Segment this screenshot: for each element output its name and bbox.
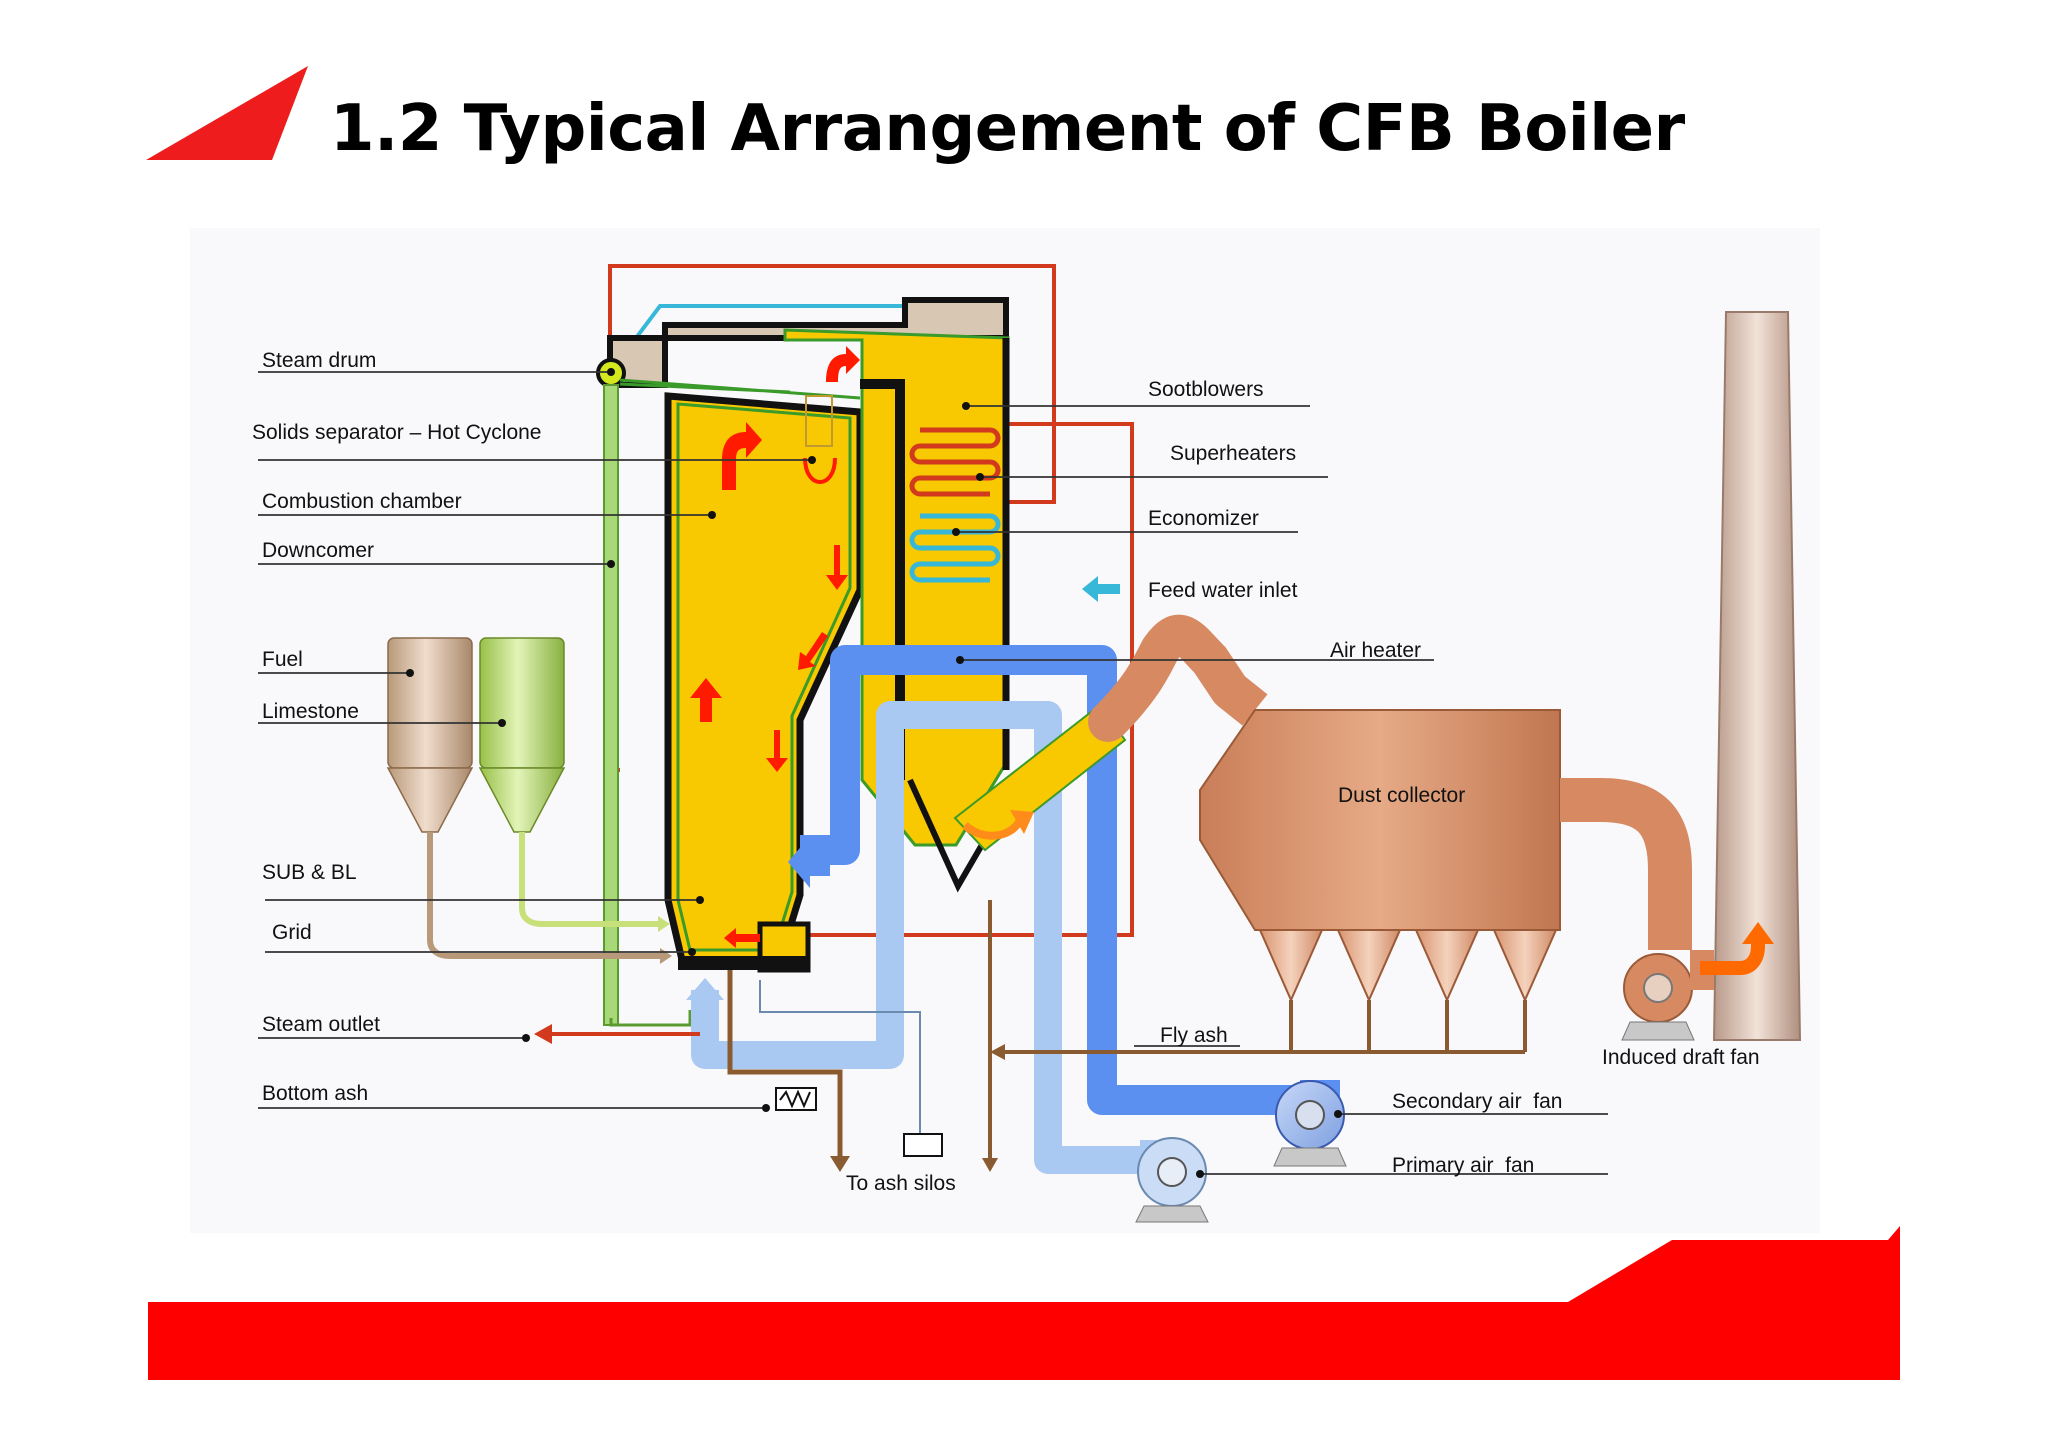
- label-fuel: Fuel: [262, 648, 303, 671]
- superheater-coils: [909, 427, 1001, 497]
- downcomer-pipe: [603, 384, 619, 1026]
- flue-gas-duct-shape: [953, 703, 1127, 852]
- grid-base: [678, 956, 810, 970]
- primary-air-inlet-arrow: [686, 978, 724, 1010]
- label-downcomer: Downcomer: [262, 539, 374, 562]
- label-limestone: Limestone: [262, 700, 359, 723]
- flue-gas-riser-inlet: [1217, 674, 1268, 726]
- induced-draft-fan-hub: [1643, 973, 1673, 1003]
- label-superheaters: Superheaters: [1170, 442, 1296, 465]
- cyclone-outlet: [805, 395, 833, 447]
- backpass-flow-arrow: [962, 817, 1024, 840]
- label-combustion-chamber: Combustion chamber: [262, 490, 462, 513]
- label-solids-separator: Solids separator – Hot Cyclone: [252, 421, 541, 444]
- slide-title: 1.2 Typical Arrangement of CFB Boiler: [330, 92, 1685, 166]
- label-economizer: Economizer: [1148, 507, 1259, 530]
- label-feed-water-inlet: Feed water inlet: [1148, 579, 1298, 602]
- limestone-feed-line: [519, 832, 658, 927]
- label-fly-ash: Fly ash: [1160, 1024, 1228, 1047]
- corner-logo-wedge: [146, 66, 308, 160]
- dust-collector-hoppers: [1258, 929, 1558, 1003]
- feed-water-arrow: [1082, 576, 1120, 602]
- combustion-chamber-inner: [676, 402, 852, 952]
- cyclone-ash-arrow: [982, 1158, 998, 1172]
- id-fan-duct: [1560, 778, 1692, 950]
- label-bottom-ash: Bottom ash: [262, 1082, 368, 1105]
- flue-gas-riser: [1088, 614, 1250, 742]
- stack-flow-arrowhead: [1742, 922, 1774, 944]
- primary-air-duct: [691, 701, 1160, 1174]
- backpass-flow-arrowhead: [1010, 810, 1034, 834]
- label-sub-bl: SUB & BL: [262, 861, 357, 884]
- bottom-ash-arrow: [830, 1156, 850, 1172]
- combustion-chamber: [664, 392, 864, 964]
- label-grid: Grid: [272, 921, 312, 944]
- secondary-air-inlet-arrow: [788, 836, 830, 888]
- primary-air-branch: [759, 980, 921, 1140]
- leader-dots: [406, 368, 1342, 1178]
- label-air-heater: Air heater: [1330, 639, 1421, 662]
- induced-draft-fan-base: [1621, 1021, 1695, 1041]
- steam-outlet-arrow: [534, 1024, 552, 1044]
- label-steam-drum: Steam drum: [262, 349, 376, 372]
- chimney-stack: [1712, 311, 1802, 1041]
- stack-flow-arrow: [1700, 940, 1765, 975]
- label-dust-collector: Dust collector: [1338, 784, 1465, 807]
- leader-lines: [258, 371, 1608, 1175]
- cyclone-swirl: [803, 457, 837, 484]
- label-sootblowers: Sootblowers: [1148, 378, 1264, 401]
- flow-arrows: [690, 346, 860, 948]
- limestone-feed-arrow: [658, 916, 670, 932]
- bottom-ash-cooler-symbol: [779, 1089, 811, 1109]
- fly-ash-line: [1005, 1000, 1527, 1054]
- boiler-roof: [607, 297, 1009, 388]
- footer-bar: [148, 1226, 1900, 1380]
- label-primary-air-fan: Primary air fan: [1392, 1154, 1534, 1177]
- downcomer-bottom: [609, 1010, 692, 1027]
- limestone-silo: [478, 637, 566, 833]
- label-induced-draft-fan: Induced draft fan: [1602, 1046, 1760, 1069]
- label-to-ash-silos: To ash silos: [846, 1172, 956, 1195]
- bottom-ash-line: [727, 970, 843, 1160]
- dust-collector-body: [1199, 709, 1561, 931]
- primary-air-fan: [1135, 1137, 1209, 1223]
- secondary-air-fan: [1273, 1080, 1347, 1167]
- economizer-coils: [909, 513, 1001, 583]
- label-secondary-air-fan: Secondary air fan: [1392, 1090, 1562, 1113]
- fly-ash-arrow: [990, 1044, 1005, 1060]
- ash-silo-valve: [903, 1133, 943, 1157]
- label-steam-outlet: Steam outlet: [262, 1013, 380, 1036]
